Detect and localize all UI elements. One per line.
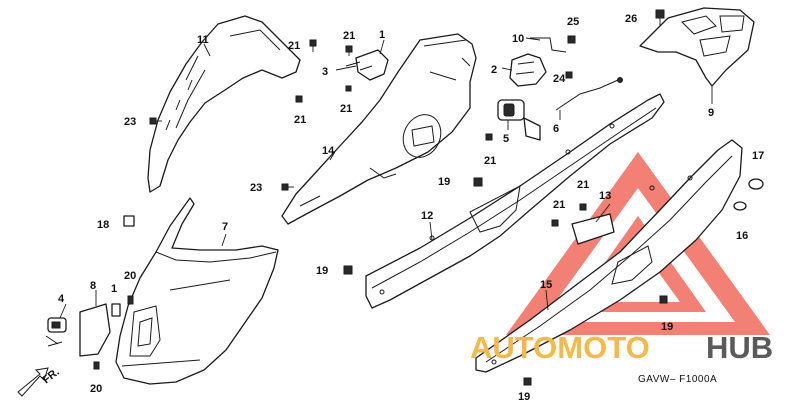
- bolt-19b: [343, 265, 353, 275]
- callout-2: 2: [491, 64, 497, 76]
- callout-21: 21: [340, 103, 352, 115]
- leader-lines: [59, 37, 713, 319]
- bolt-21c: [295, 95, 303, 103]
- callout-23: 23: [124, 116, 136, 128]
- callout-15: 15: [540, 279, 552, 291]
- callout-12: 12: [421, 210, 433, 222]
- callout-13: 13: [599, 190, 611, 202]
- part-5-lock: [497, 99, 541, 141]
- part-8-lid: [79, 303, 111, 357]
- bolt-19d: [523, 377, 532, 386]
- watermark-text-hub: HUB: [706, 330, 773, 365]
- callout-6: 6: [553, 123, 559, 135]
- callout-19: 19: [438, 176, 450, 188]
- callout-19: 19: [661, 321, 673, 333]
- bolt-25: [567, 35, 576, 44]
- callout-21: 21: [553, 199, 565, 211]
- callout-26: 26: [625, 13, 637, 25]
- part-14-side-cover: [281, 33, 477, 225]
- bolt-24: [565, 71, 573, 79]
- callout-21: 21: [484, 155, 496, 167]
- bolt-23a: [149, 117, 162, 125]
- callout-14: 14: [322, 145, 335, 157]
- bolt-21a: [309, 39, 317, 52]
- clip-18: [123, 215, 135, 227]
- callout-17: 17: [752, 150, 764, 162]
- callout-21: 21: [577, 179, 589, 191]
- callout-21: 21: [288, 40, 300, 52]
- plug-17: [748, 178, 764, 190]
- callout-10: 10: [512, 33, 524, 45]
- bolt-20b: [93, 361, 100, 370]
- callout-11: 11: [197, 34, 209, 46]
- callout-7: 7: [222, 221, 228, 233]
- clip-1b: [111, 303, 121, 317]
- part-12-side-rail: [365, 93, 665, 309]
- part-1-bracket: [345, 49, 389, 81]
- bolt-23b: [281, 183, 294, 191]
- part-10-bracket: [530, 37, 567, 53]
- part-2-bracket: [509, 53, 547, 87]
- callout-16: 16: [736, 230, 748, 242]
- part-7-inner-cover: [115, 197, 279, 385]
- bolt-21b: [345, 45, 353, 56]
- callout-21: 21: [294, 114, 306, 126]
- callout-8: 8: [90, 280, 96, 292]
- bolt-20a: [127, 295, 134, 305]
- callout-20: 20: [90, 383, 102, 395]
- bolt-21e: [485, 133, 493, 141]
- callout-23: 23: [250, 182, 262, 194]
- callout-1: 1: [379, 29, 385, 41]
- callout-9: 9: [708, 107, 714, 119]
- callout-19: 19: [518, 391, 530, 403]
- plug-16: [733, 201, 747, 211]
- part-15-side-rail: [475, 139, 743, 373]
- bolt-26: [655, 9, 665, 26]
- callout-1: 1: [111, 283, 117, 295]
- callout-20: 20: [124, 270, 136, 282]
- part-9-grab-rail: [639, 7, 755, 87]
- bolt-21d: [345, 85, 352, 92]
- callout-5: 5: [503, 133, 509, 145]
- bolt-19a: [473, 177, 483, 187]
- part-6-cable: [555, 77, 623, 111]
- callout-24: 24: [553, 73, 566, 85]
- part-13-plate: [571, 213, 615, 245]
- bolt-21g: [551, 219, 559, 227]
- callout-18: 18: [97, 219, 109, 231]
- watermark-text-automoto: AUTOMOTO: [470, 330, 650, 365]
- callout-25: 25: [567, 16, 579, 28]
- callout-19: 19: [316, 265, 328, 277]
- part-4-lock: [45, 317, 67, 347]
- callout-3: 3: [322, 66, 328, 78]
- callout-numbers: 11 21 21 1 3 21 21 23 14 23 10 25 2 24 2…: [58, 13, 764, 403]
- part-11-inner-fender: [147, 15, 301, 193]
- watermark-text: AUTOMOTO HUB: [470, 330, 773, 365]
- bolt-19c: [659, 295, 668, 304]
- callout-4: 4: [58, 293, 65, 305]
- diagram-code: GAVW– F1000A: [638, 374, 717, 385]
- fasteners: [93, 9, 764, 386]
- callout-21: 21: [343, 30, 355, 42]
- front-direction-arrow: FR.: [17, 366, 62, 397]
- bolt-21f: [579, 203, 587, 211]
